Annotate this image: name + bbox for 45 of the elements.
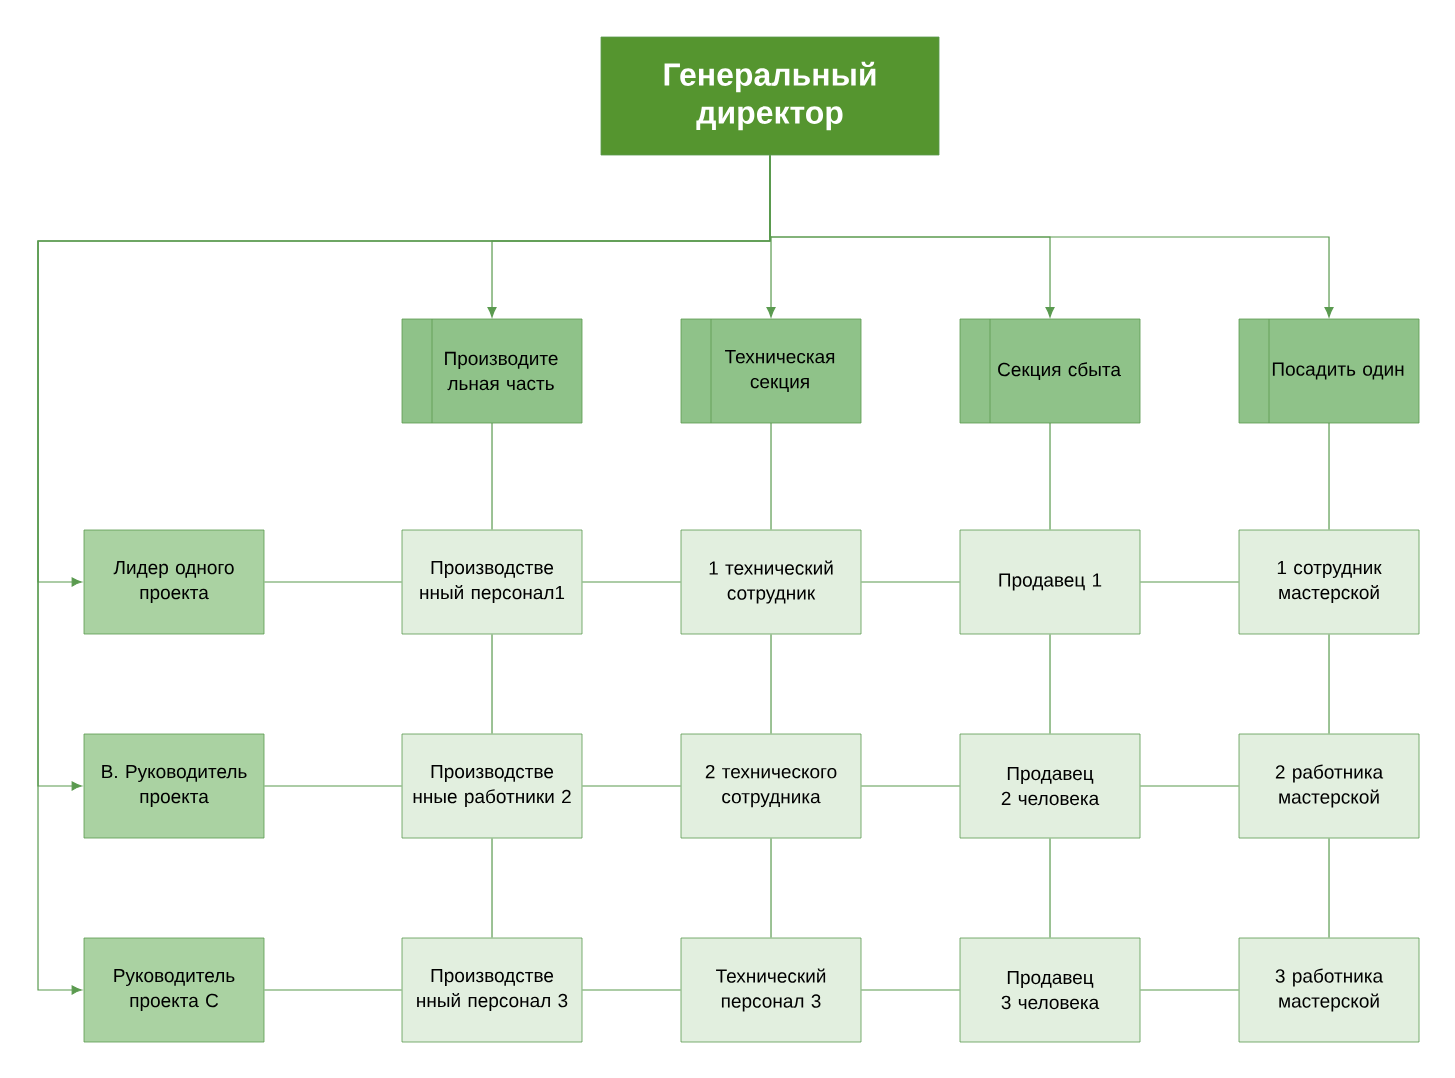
connector bbox=[581, 785, 682, 787]
connector bbox=[263, 785, 403, 787]
staff-box: Технический персонал 3 bbox=[680, 937, 862, 1043]
connector bbox=[770, 837, 772, 939]
connector bbox=[263, 581, 403, 583]
connector bbox=[491, 422, 493, 531]
connector bbox=[1328, 633, 1330, 735]
staff-box: 2 работника мастерской bbox=[1238, 733, 1420, 839]
leader-box: В. Руководитель проекта bbox=[83, 733, 265, 839]
connector bbox=[491, 633, 493, 735]
connector bbox=[860, 989, 961, 991]
staff-box: Продавец 1 bbox=[959, 529, 1141, 635]
connector bbox=[1139, 785, 1240, 787]
connector bbox=[1328, 422, 1330, 531]
staff-box: 2 технического сотрудника bbox=[680, 733, 862, 839]
connector bbox=[581, 989, 682, 991]
connector bbox=[491, 837, 493, 939]
connector bbox=[1049, 633, 1051, 735]
staff-box: Производстве нные работники 2 bbox=[401, 733, 583, 839]
connector bbox=[1049, 837, 1051, 939]
leader-box: Лидер одного проекта bbox=[83, 529, 265, 635]
staff-box: Продавец 2 человека bbox=[959, 733, 1141, 839]
connector bbox=[1328, 837, 1330, 939]
staff-box: Продавец 3 человека bbox=[959, 937, 1141, 1043]
connector bbox=[37, 154, 771, 995]
director-box: Генеральный директор bbox=[600, 36, 940, 156]
connector bbox=[1139, 989, 1240, 991]
staff-box: Производстве нный персонал 3 bbox=[401, 937, 583, 1043]
connector bbox=[770, 422, 772, 531]
connector bbox=[860, 581, 961, 583]
department-box: Производите льная часть bbox=[401, 318, 583, 424]
department-box: Секция сбыта bbox=[959, 318, 1141, 424]
staff-box: 3 работника мастерской bbox=[1238, 937, 1420, 1043]
department-box: Техническая секция bbox=[680, 318, 862, 424]
connector bbox=[581, 581, 682, 583]
leader-box: Руководитель проекта С bbox=[83, 937, 265, 1043]
staff-box: Производстве нный персонал1 bbox=[401, 529, 583, 635]
staff-box: 1 технический сотрудник bbox=[680, 529, 862, 635]
connector bbox=[1049, 422, 1051, 531]
department-box: Посадить один bbox=[1238, 318, 1420, 424]
connector bbox=[860, 785, 961, 787]
connector bbox=[1139, 581, 1240, 583]
connector bbox=[263, 989, 403, 991]
staff-box: 1 сотрудник мастерской bbox=[1238, 529, 1420, 635]
connector bbox=[770, 633, 772, 735]
